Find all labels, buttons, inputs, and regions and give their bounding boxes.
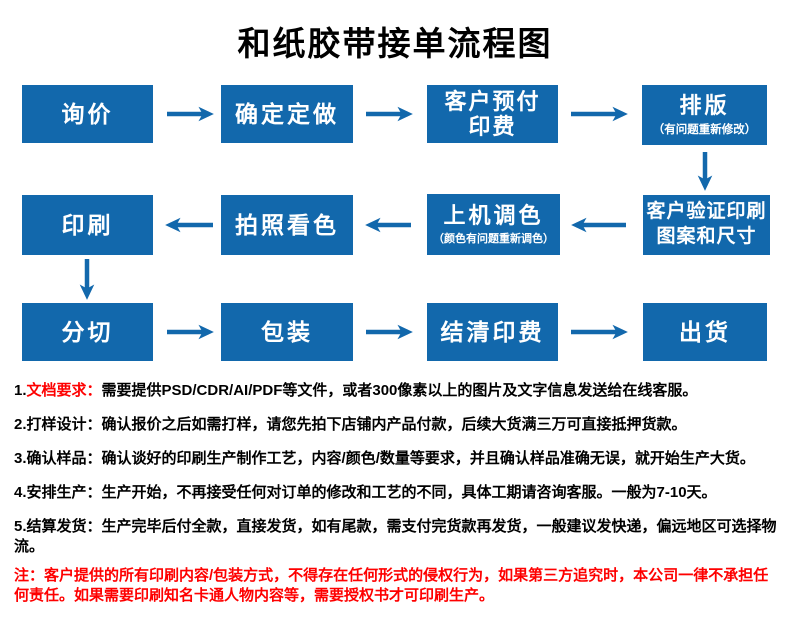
note-text: 需要提供PSD/CDR/AI/PDF等文件，或者300像素以上的图片及文字信息发… bbox=[101, 382, 698, 399]
note-text: 生产完毕后付全款，直接发货，如有尾款，需支付完货款再发货，一般建议发快递，偏远地… bbox=[14, 518, 777, 555]
note-label: 确认样品： bbox=[26, 450, 102, 467]
flow-box-packing: 包装 bbox=[221, 303, 353, 361]
note-label: 文档要求： bbox=[26, 382, 102, 399]
flow-box-subnote: （颜色有问题重新调色） bbox=[433, 233, 554, 246]
flow-box-verify-artwork: 客户验证印刷 图案和尺寸 bbox=[643, 195, 770, 255]
warning-text: 客户提供的所有印刷内容/包装方式，不得存在任何形式的侵权行为，如果第三方追究时，… bbox=[14, 567, 769, 604]
note-number: 5. bbox=[14, 518, 27, 535]
flow-box-inquiry: 询价 bbox=[22, 85, 153, 143]
note-number: 2. bbox=[14, 416, 27, 433]
flow-box-label: 上机调色 bbox=[443, 202, 544, 228]
flow-box-photo-check: 拍照看色 bbox=[221, 195, 353, 255]
note-text: 确认谈好的印刷生产制作工艺，内容/颜色/数量等要求，并且确认样品准确无误，就开始… bbox=[101, 450, 755, 467]
note-document-requirements: 1.文档要求：需要提供PSD/CDR/AI/PDF等文件，或者300像素以上的图… bbox=[14, 381, 780, 401]
copyright-warning: 注：客户提供的所有印刷内容/包装方式，不得存在任何形式的侵权行为，如果第三方追究… bbox=[14, 566, 780, 606]
flow-box-layout: 排版 （有问题重新修改） bbox=[642, 85, 767, 145]
flow-box-customer-prepay: 客户预付 印费 bbox=[427, 85, 558, 143]
flow-box-label: 包装 bbox=[261, 318, 313, 345]
flow-box-confirm-order: 确定定做 bbox=[221, 85, 353, 143]
flow-box-printing: 印刷 bbox=[22, 195, 153, 255]
flow-box-label: 客户验证印刷 图案和尺寸 bbox=[646, 201, 767, 247]
note-settle-ship: 5.结算发货：生产完毕后付全款，直接发货，如有尾款，需支付完货款再发货，一般建议… bbox=[14, 517, 780, 557]
note-number: 3. bbox=[14, 450, 27, 467]
flow-box-label: 排版 bbox=[679, 93, 730, 119]
flow-box-label: 印刷 bbox=[61, 211, 114, 238]
flow-box-slitting: 分切 bbox=[22, 303, 153, 361]
flow-box-color-tuning: 上机调色 （颜色有问题重新调色） bbox=[427, 194, 560, 255]
note-label: 结算发货： bbox=[26, 518, 102, 535]
note-confirm-sample: 3.确认样品：确认谈好的印刷生产制作工艺，内容/颜色/数量等要求，并且确认样品准… bbox=[14, 449, 780, 469]
flow-box-shipping: 出货 bbox=[643, 303, 767, 361]
note-sample-design: 2.打样设计：确认报价之后如需打样，请您先拍下店铺内产品付款，后续大货满三万可直… bbox=[14, 415, 780, 435]
note-label: 打样设计： bbox=[26, 416, 102, 433]
warning-label: 注： bbox=[14, 567, 45, 584]
flow-box-label: 确定定做 bbox=[235, 100, 339, 127]
note-schedule-production: 4.安排生产：生产开始，不再接受任何对订单的修改和工艺的不同，具体工期请咨询客服… bbox=[14, 483, 780, 503]
flow-box-label: 分切 bbox=[61, 318, 114, 345]
flow-box-label: 拍照看色 bbox=[235, 211, 339, 238]
note-number: 1. bbox=[14, 382, 27, 399]
flow-box-final-payment: 结清印费 bbox=[427, 303, 558, 361]
note-text: 确认报价之后如需打样，请您先拍下店铺内产品付款，后续大货满三万可直接抵押货款。 bbox=[101, 416, 687, 433]
flow-box-subnote: （有问题重新修改） bbox=[652, 123, 757, 136]
note-text: 生产开始，不再接受任何对订单的修改和工艺的不同，具体工期请咨询客服。一般为7-1… bbox=[101, 484, 717, 501]
flow-box-label: 客户预付 印费 bbox=[444, 88, 541, 139]
flow-box-label: 询价 bbox=[61, 100, 114, 127]
note-number: 4. bbox=[14, 484, 27, 501]
flow-box-label: 出货 bbox=[679, 318, 731, 345]
note-label: 安排生产： bbox=[26, 484, 102, 501]
flowchart: 询价 确定定做 客户预付 印费 排版 （有问题重新修改） 客户验证印刷 图案和尺… bbox=[22, 85, 770, 361]
notes-section: 1.文档要求：需要提供PSD/CDR/AI/PDF等文件，或者300像素以上的图… bbox=[14, 381, 780, 620]
flow-box-label: 结清印费 bbox=[440, 318, 545, 345]
page-title: 和纸胶带接单流程图 bbox=[237, 25, 553, 62]
